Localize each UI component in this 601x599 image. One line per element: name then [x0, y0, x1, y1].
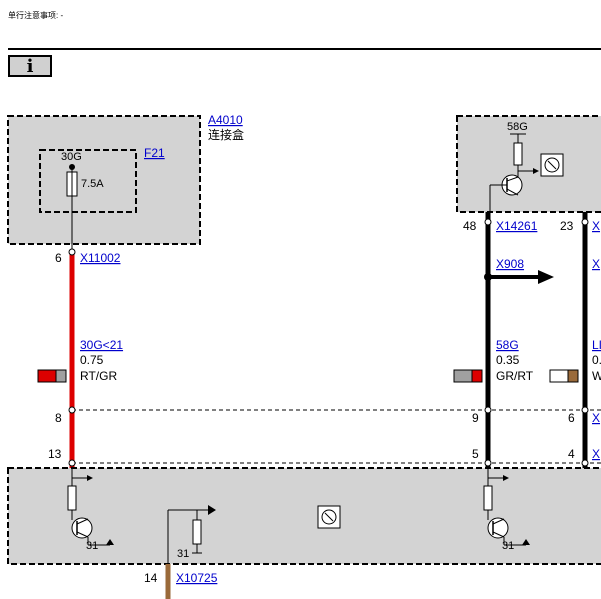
- fuse-rating: 7.5A: [81, 178, 104, 190]
- fuse-box: [39, 149, 137, 213]
- bottom-ground-mid: 31: [177, 548, 189, 560]
- far-wire-swatch-b: [567, 369, 579, 383]
- bottom-left-transistor-icon: [71, 517, 93, 539]
- left-wire-color-code: RT/GR: [80, 369, 117, 383]
- far-wire-pin-mid: 6: [568, 411, 575, 425]
- bottom-mid-resistor-icon: [192, 519, 202, 545]
- bottom-right-transistor-icon: [487, 517, 509, 539]
- bottom-output-connector[interactable]: X10725: [176, 571, 218, 585]
- far-wire-gauge: 0.: [592, 353, 601, 367]
- mid-wire-branch-arrow: [538, 270, 554, 284]
- mid-wire-connector-top[interactable]: X14261: [496, 219, 538, 233]
- header-divider: [8, 48, 601, 50]
- mid-wire-pin-top: 48: [463, 219, 477, 233]
- bottom-right-resistor-icon: [483, 485, 493, 511]
- left-wire-pin-bottom: 13: [48, 447, 62, 461]
- left-wire-swatch-main: [37, 369, 57, 383]
- left-wire-swatch-stripe: [55, 369, 67, 383]
- right-module-terminal: 58G: [507, 121, 528, 133]
- left-wire-connector-top[interactable]: X11002: [80, 251, 121, 265]
- bottom-ground-left: 31: [86, 540, 98, 552]
- header-note: 单行注意事项: -: [8, 11, 64, 20]
- far-wire-connector-bottom[interactable]: X: [592, 447, 600, 461]
- mid-wire-pin-mid: 9: [472, 411, 479, 425]
- far-wire-swatch-a: [549, 369, 569, 383]
- mid-wire-branch-link[interactable]: X908: [496, 257, 524, 271]
- mid-wire-color-code: GR/RT: [496, 369, 534, 383]
- module-a4010-name: 连接盒: [208, 127, 244, 142]
- far-wire-connector-top[interactable]: X: [592, 219, 600, 233]
- bottom-left-resistor-icon: [67, 485, 77, 511]
- info-button[interactable]: i: [8, 55, 52, 77]
- right-module-resistor-icon: [513, 142, 523, 166]
- right-module-box: [456, 115, 601, 213]
- fuse-link[interactable]: F21: [144, 146, 165, 160]
- far-wire-signal[interactable]: LI: [592, 338, 601, 352]
- mid-wire-pin-bottom: 5: [472, 447, 479, 461]
- mid-wire-swatch-b: [471, 369, 483, 383]
- far-wire-connector-mid[interactable]: X: [592, 411, 600, 425]
- module-a4010-link[interactable]: A4010: [208, 113, 243, 127]
- bottom-ground-right: 31: [502, 540, 514, 552]
- bottom-output-pin: 14: [144, 571, 158, 585]
- mid-wire-swatch-a: [453, 369, 473, 383]
- far-wire-color-code: W: [592, 369, 601, 383]
- far-wire-branch-link[interactable]: X: [592, 257, 600, 271]
- left-wire-pin-top: 6: [55, 251, 62, 265]
- far-wire-pin-top: 23: [560, 219, 574, 233]
- left-wire-signal[interactable]: 30G<21: [80, 338, 123, 352]
- left-wire-gauge: 0.75: [80, 353, 104, 367]
- bottom-module-box: [7, 467, 601, 565]
- fuse-terminal: 30G: [61, 151, 82, 163]
- far-wire-pin-bottom: 4: [568, 447, 575, 461]
- module-a4010-box: [7, 115, 201, 245]
- left-wire-pin-mid: 8: [55, 411, 62, 425]
- mid-wire-gauge: 0.35: [496, 353, 520, 367]
- mid-wire-signal[interactable]: 58G: [496, 338, 519, 352]
